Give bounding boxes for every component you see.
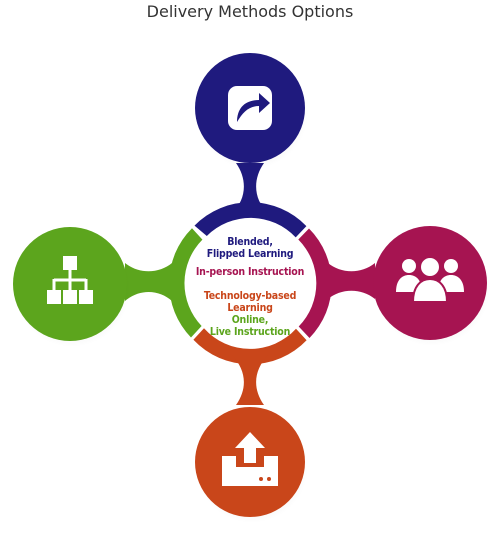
method-label-online: Online, Live Instruction <box>180 314 320 338</box>
connector-green <box>125 263 172 301</box>
method-label-blended-line2: Flipped Learning <box>206 248 294 260</box>
connector-blue <box>232 163 268 213</box>
method-label-online-line1: Online, <box>231 314 269 326</box>
ring-segment-green <box>169 228 203 338</box>
center-ring <box>169 202 332 365</box>
ring-segment-magenta <box>298 228 332 338</box>
connector-magenta <box>328 263 375 299</box>
connector-orange <box>232 355 268 405</box>
connectors <box>125 163 375 405</box>
upload-drive-icon <box>222 432 278 486</box>
group-users-icon <box>396 256 464 303</box>
ring-segment-orange <box>193 328 307 365</box>
page-title: Delivery Methods Options <box>146 2 354 21</box>
hierarchy-icon <box>47 256 93 304</box>
node-magenta <box>373 226 490 346</box>
share-arrow-icon <box>228 86 272 130</box>
method-label-blended: Blended, Flipped Learning <box>180 236 320 260</box>
method-label-in-person: In-person Instruction <box>195 266 305 278</box>
node-green <box>13 227 130 347</box>
node-blue <box>195 53 308 169</box>
method-label-blended-line1: Blended, <box>227 236 273 248</box>
method-label-online-line2: Live Instruction <box>209 326 291 338</box>
method-label-technology: Technology-based Learning <box>203 290 297 314</box>
ring-segment-blue <box>194 202 307 238</box>
node-orange <box>195 407 308 523</box>
